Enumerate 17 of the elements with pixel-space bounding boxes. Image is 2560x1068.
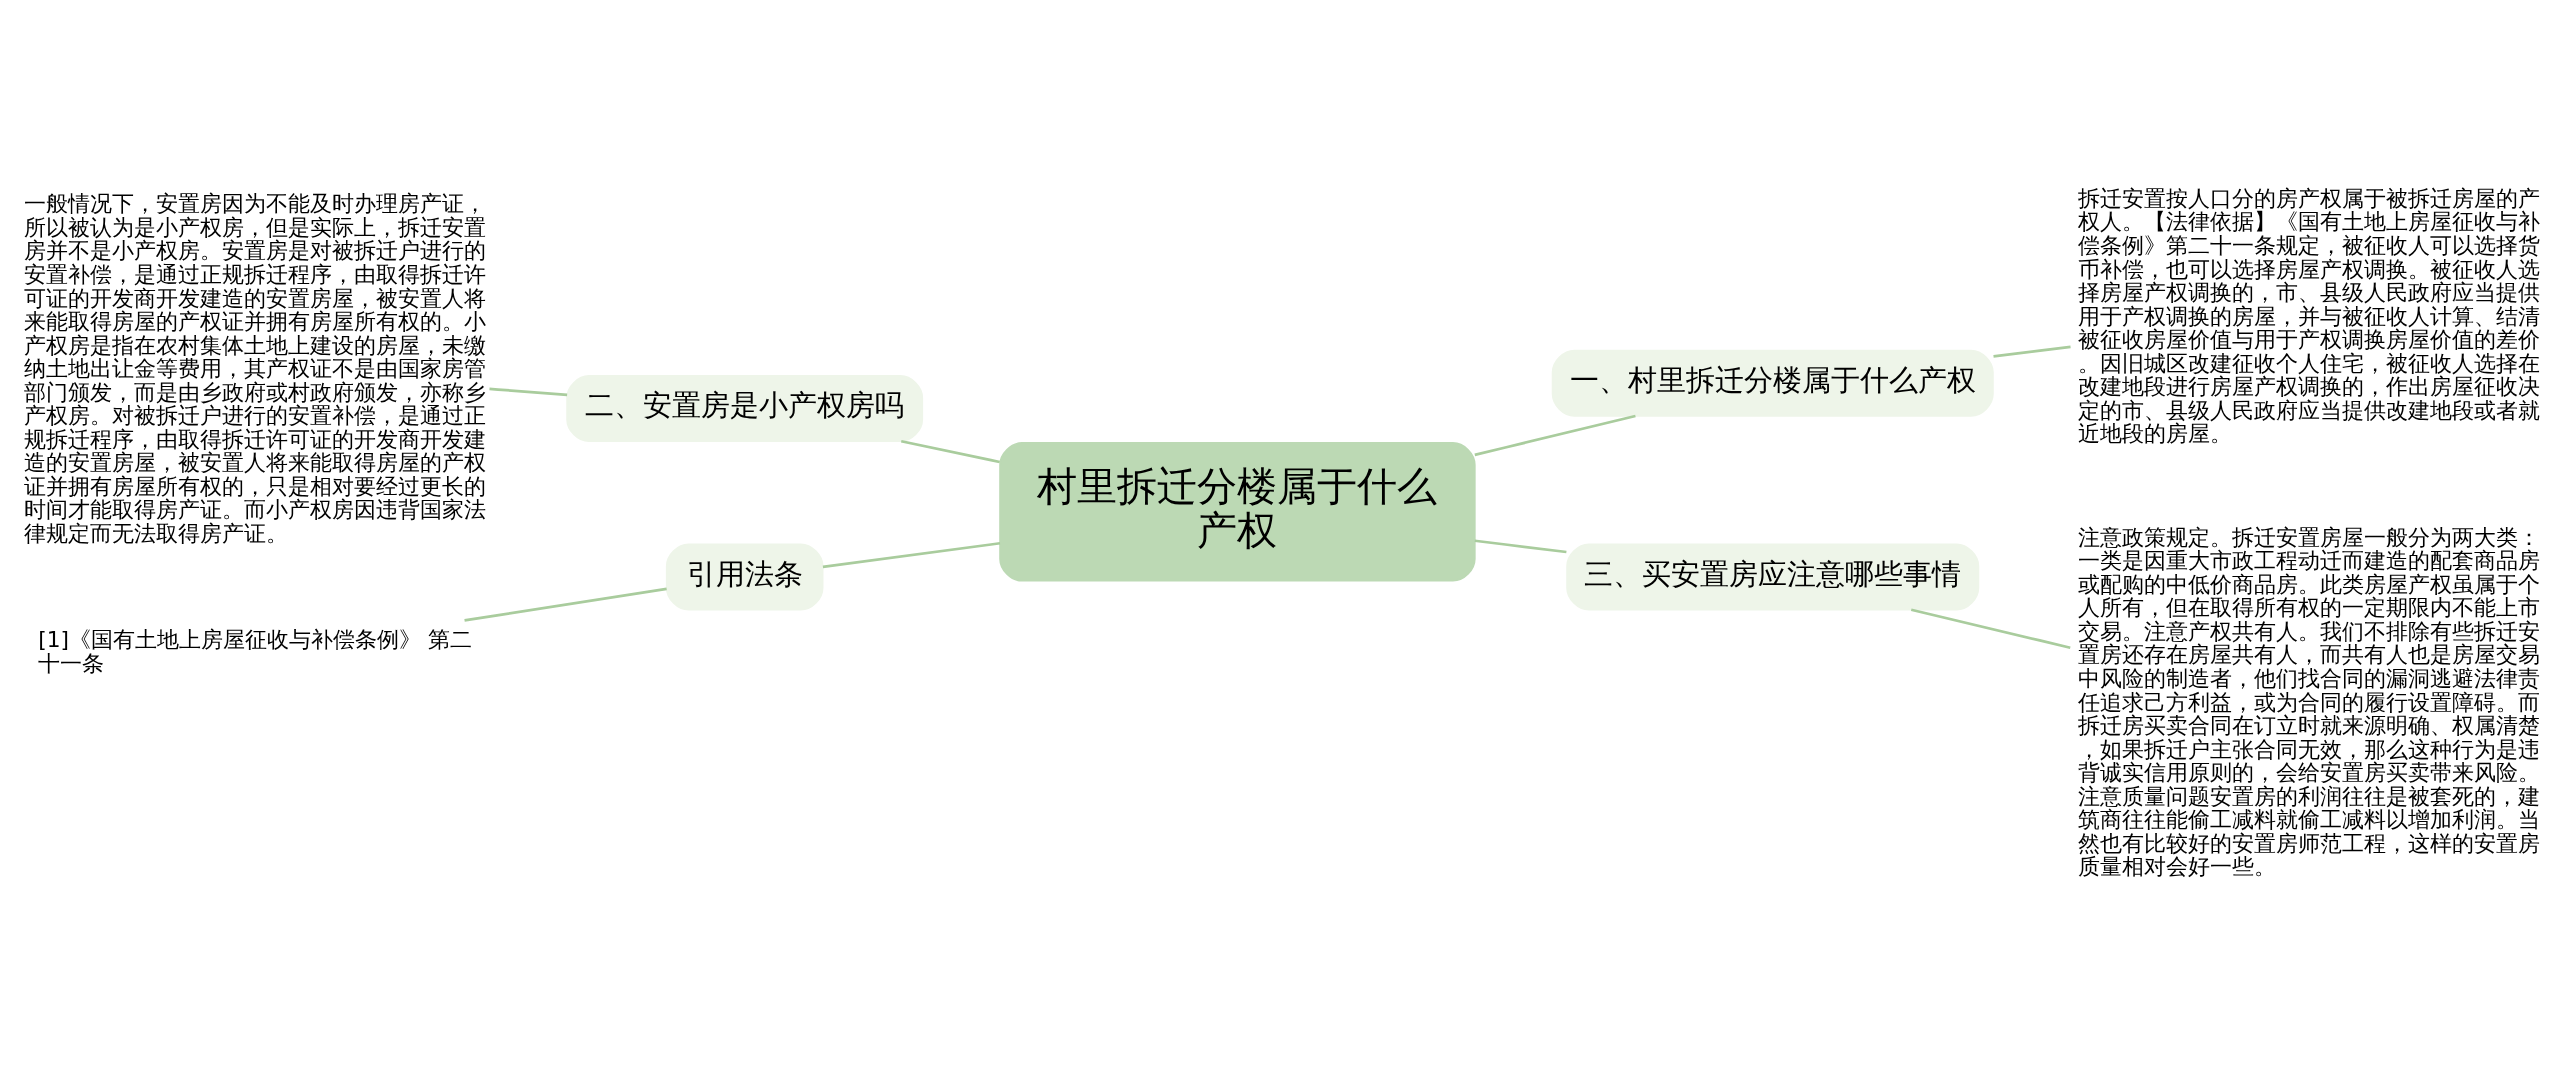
- connector: [1474, 538, 1567, 553]
- node-text: 一般情况下，安置房因为不能及时办理房产证，所以被认为是小产权房，但是实际上，拆迁安置房并不是小产权房。安置房是对被拆迁户进行的安置补偿，是通过正规拆迁程序，由取得拆迁许可证的开发商开发建造的安置房屋，被安置人将来能取得房屋的产权证并拥有房屋所有权的。小产权房是指在农村集体土地上建设的房屋，未缴纳土地出让金等费用，其产权证不是由国家房管部门颁发，而是由乡政府或村政府颁发，亦称乡产权房。对被拆迁户进行的安置补偿，是通过正规拆迁程序，由取得拆迁许可证的开发商开发建造的安置房屋，被安置人将来能取得房屋的产权证并拥有房屋所有权的，只是相对要经过更长的时间才能取得房产证。而小产权房因违背国家法律规定而无法取得房产证。: [23, 190, 486, 546]
- connector: [900, 439, 1000, 463]
- node-text: [1]《国有土地上房屋征收与补偿条例》 第二十一条: [38, 626, 472, 676]
- connector: [1993, 345, 2071, 358]
- node-box: 三、买安置房应注意哪些事情: [1566, 543, 1980, 611]
- connector: [822, 541, 1001, 568]
- node-text: 拆迁安置按人口分的房产权属于被拆迁房屋的产权人。【法律依据】《国有土地上房屋征收与补偿条例》第二十一条规定，被征收人可以选择货币补偿，也可以选择房屋产权调换。被征收人选择房屋产权调换的，市、县级人民政府应当提供用于产权调换的房屋，并与被征收人计算、结清被征收房屋价值与用于产权调换房屋价值的差价。因旧城区改建征收个人住宅，被征收人选择在改建地段进行房屋产权调换的，作出房屋征收决定的市、县级人民政府应当提供改建地段或者就近地段的房屋。: [2077, 185, 2540, 446]
- connector: [1474, 414, 1636, 456]
- node-text: 注意政策规定。拆迁安置房屋一般分为两大类：一类是因重大市政工程动迁而建造的配套商品房或配购的中低价商品房。此类房屋产权虽属于个人所有，但在取得所有权的一定期限内不能上市交易。注意产权共有人。我们不排除有些拆迁安置房还存在房屋共有人，而共有人也是房屋交易中风险的制造者，他们找合同的漏洞逃避法律责任追求己方利益，或为合同的履行设置障碍。而拆迁房买卖合同在订立时就来源明确、权属清楚，如果拆迁户主张合同无效，那么这种行为是违背诚实信用原则的，会给安置房买卖带来风险。注意质量问题安置房的利润往往是被套死的，建筑商往往能偷工减料就偷工减料以增加利润。当然也有比较好的安置房师范工程，这样的安置房质量相对会好一些。: [2077, 524, 2540, 879]
- node-box: 二、安置房是小产权房吗: [566, 374, 924, 442]
- connector: [464, 587, 667, 622]
- node-box: 村里拆迁分楼属于什么产权: [999, 441, 1476, 582]
- node-box: 引用法条: [665, 543, 824, 611]
- connector: [489, 387, 568, 396]
- node-box: 一、村里拆迁分楼属于什么产权: [1551, 349, 1994, 417]
- connector: [1910, 607, 2071, 649]
